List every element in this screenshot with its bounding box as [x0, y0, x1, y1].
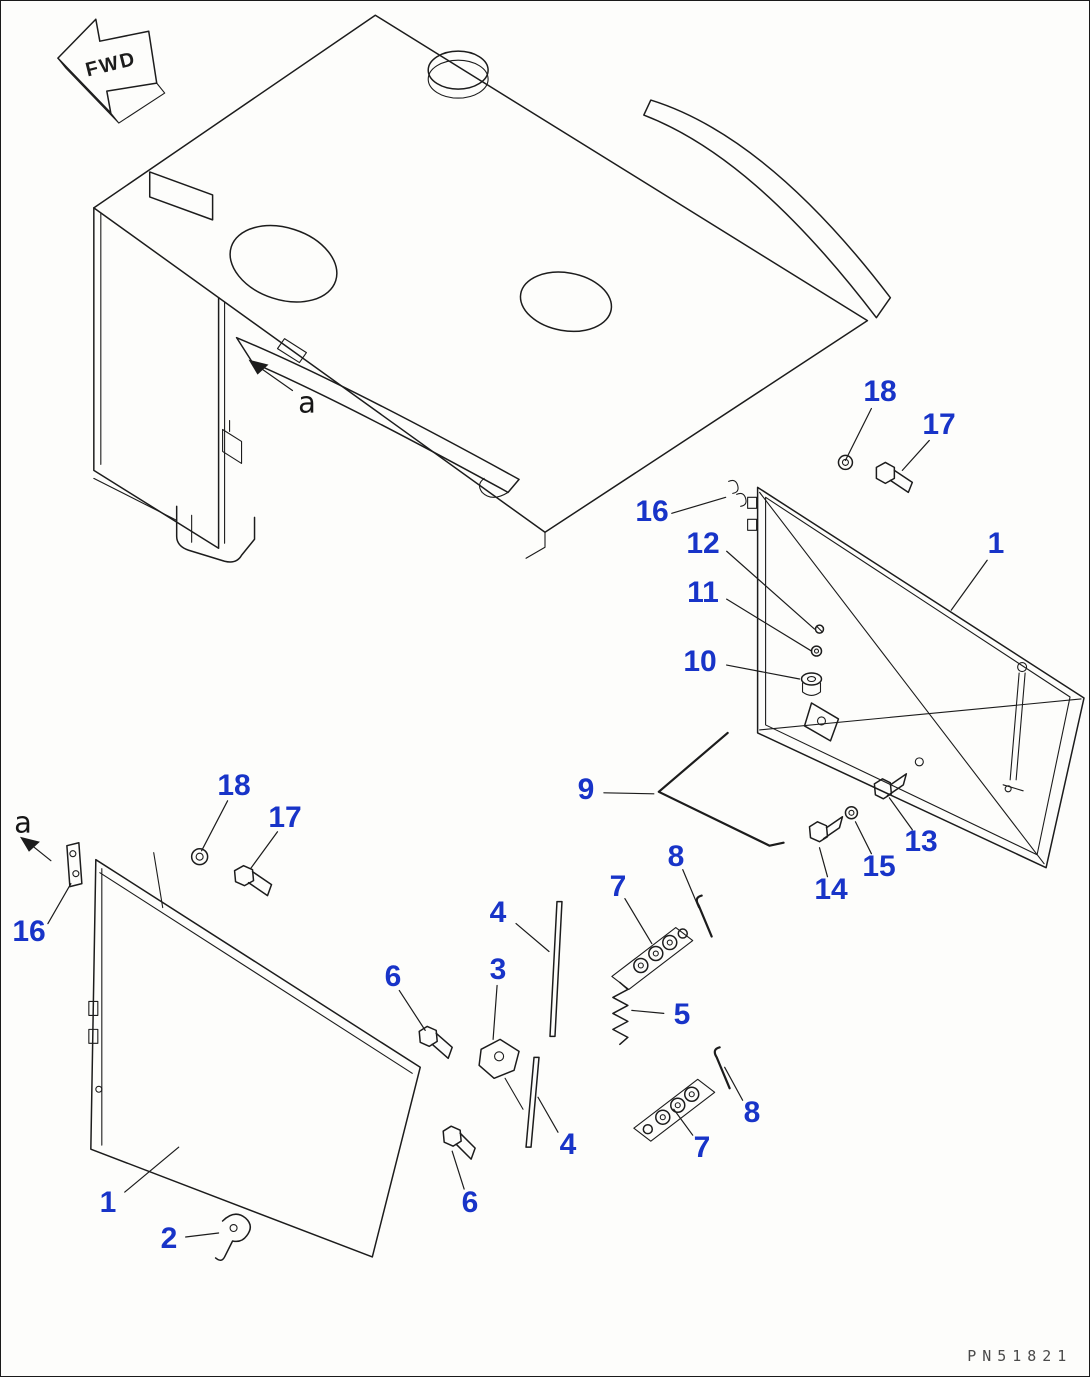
callout-6-upper: 6: [384, 960, 402, 993]
callout-10: 10: [683, 645, 717, 678]
spring-part-5: [612, 981, 629, 1046]
callout-11: 11: [687, 576, 719, 609]
hood-bottom-bracket: [175, 505, 256, 563]
strip-part-16-left: [66, 841, 83, 888]
washer-part-18-left: [190, 847, 209, 866]
washer-part-18-right: [837, 454, 854, 471]
washer-part-11: [810, 645, 823, 657]
callout-7-upper: 7: [609, 870, 627, 903]
fwd-label: FWD: [83, 48, 138, 82]
callout-1-upper: 1: [987, 527, 1005, 560]
fwd-arrow-icon: FWD: [57, 18, 166, 124]
callout-17-lower: 17: [268, 801, 302, 834]
pin-part-8-lower: [713, 1046, 731, 1090]
hood-handle-rail: [643, 99, 892, 319]
left-panel-outline: [90, 858, 421, 1258]
hood-vent: [148, 171, 214, 221]
right-panel-outline: [756, 486, 1085, 869]
panel-stay-rod: [1002, 672, 1026, 792]
hood-top-opening: [519, 271, 613, 333]
rod-part-4-lower: [525, 1056, 540, 1148]
leader-lines: [47, 407, 988, 1238]
callout-4-upper: 4: [489, 896, 507, 929]
washer-set-part-7-upper: [611, 927, 694, 990]
washer-set-part-7-lower: [633, 1078, 716, 1142]
right-panel-drawing: [657, 454, 1085, 869]
hood-drawing: [93, 14, 892, 563]
bolt-part-17-right: [875, 461, 914, 494]
left-panel-drawing: [66, 841, 731, 1261]
screw-part-12: [814, 624, 825, 634]
bolt-part-14: [808, 816, 844, 843]
hood-side-opening: [229, 224, 338, 303]
rod-part-4-upper: [549, 900, 563, 1038]
callout-15: 15: [862, 850, 896, 883]
section-arrow-a-lower: [19, 836, 52, 862]
callout-1-lower: 1: [99, 1186, 117, 1219]
bolt-part-6-lower: [442, 1125, 476, 1160]
callout-5: 5: [673, 998, 691, 1031]
section-label-a-lower: a: [14, 805, 32, 840]
callout-12: 12: [686, 527, 720, 560]
callout-16-lower: 16: [12, 915, 46, 948]
callout-17-upper: 17: [922, 408, 956, 441]
callout-16-upper: 16: [635, 495, 669, 528]
section-arrow-a-upper: [248, 359, 294, 392]
callout-3: 3: [489, 953, 507, 986]
callout-14: 14: [814, 873, 848, 906]
callout-4-lower: 4: [559, 1128, 577, 1161]
bracket-part-3: [478, 1038, 524, 1110]
callout-9: 9: [577, 773, 595, 806]
filler-cap: [427, 50, 489, 90]
clips-part-16-right: [728, 479, 747, 507]
callout-18-lower: 18: [217, 769, 251, 802]
rod-part-9: [657, 731, 785, 847]
callout-18-upper: 18: [863, 375, 897, 408]
section-label-a-upper: a: [298, 385, 316, 420]
hook-part-2: [214, 1213, 252, 1261]
pin-part-8-upper: [695, 894, 713, 938]
hood-lip-strip: [235, 336, 520, 494]
callout-2: 2: [160, 1222, 178, 1255]
right-panel-cross-brace: [759, 491, 1082, 865]
callout-7-lower: 7: [693, 1131, 711, 1164]
bolt-part-13: [873, 773, 908, 800]
drawing-number: PN51821: [967, 1347, 1072, 1365]
callout-13: 13: [904, 825, 938, 858]
washer-part-15: [844, 806, 859, 820]
callout-6-lower: 6: [461, 1186, 479, 1219]
latch-bracket: [803, 702, 840, 742]
callout-8-upper: 8: [667, 840, 685, 873]
callout-8-lower: 8: [743, 1096, 761, 1129]
grommet-part-10: [800, 672, 823, 697]
bolt-part-17-left: [233, 864, 273, 897]
bolt-part-6-upper: [418, 1025, 453, 1060]
